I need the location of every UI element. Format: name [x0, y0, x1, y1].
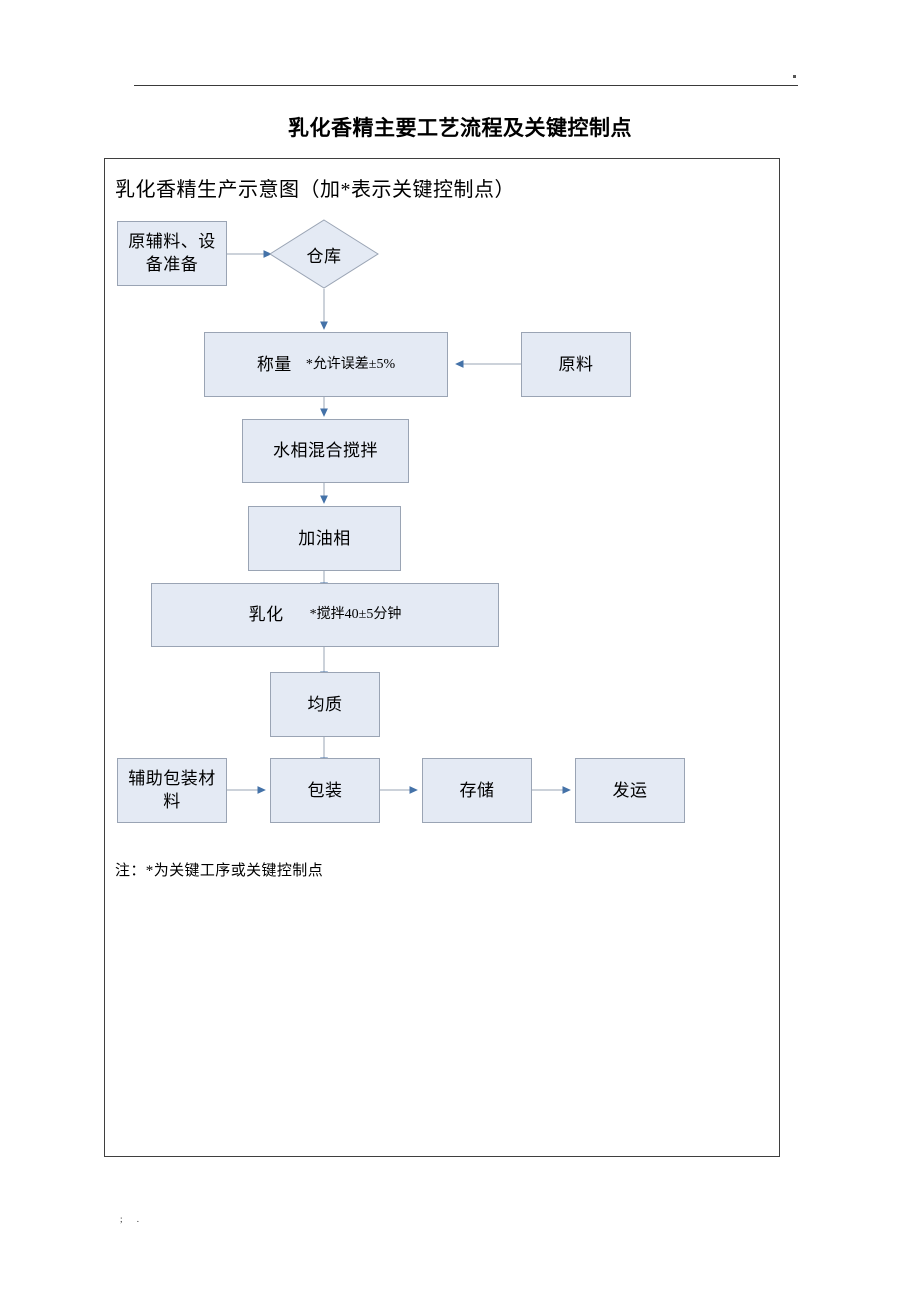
node-auxpack[interactable]: 辅助包装材料	[117, 758, 227, 823]
node-shipping[interactable]: 发运	[575, 758, 685, 823]
node-warehouse[interactable]: 仓库	[269, 219, 379, 289]
node-prep[interactable]: 原辅料、设备准备	[117, 221, 227, 286]
node-homogenize-label: 均质	[307, 694, 343, 714]
node-emulsify-label: 乳化	[248, 605, 284, 625]
node-packaging[interactable]: 包装	[270, 758, 380, 823]
node-weighing[interactable]: 称量 *允许误差±5%	[204, 332, 448, 397]
node-material[interactable]: 原料	[521, 332, 631, 397]
header-rule	[134, 85, 798, 86]
footer-speck: ; .	[120, 1214, 146, 1224]
node-storage-label: 存储	[459, 780, 495, 800]
node-addoil[interactable]: 加油相	[248, 506, 401, 571]
node-warehouse-label: 仓库	[306, 246, 342, 266]
node-material-label: 原料	[558, 354, 594, 374]
node-homogenize[interactable]: 均质	[270, 672, 380, 737]
node-addoil-label: 加油相	[298, 528, 351, 548]
node-prep-label: 原辅料、设备准备	[128, 231, 216, 274]
diagram-note: 注：*为关键工序或关键控制点	[115, 863, 324, 879]
diagram-caption: 乳化香精生产示意图（加*表示关键控制点）	[115, 179, 515, 201]
diamond-shape	[269, 219, 379, 289]
node-watermix-label: 水相混合搅拌	[273, 441, 378, 461]
node-auxpack-label: 辅助包装材料	[128, 768, 216, 811]
node-emulsify[interactable]: 乳化 *搅拌40±5分钟	[151, 583, 499, 647]
node-watermix[interactable]: 水相混合搅拌	[242, 419, 409, 483]
node-packaging-label: 包装	[307, 780, 343, 800]
header-speck	[793, 75, 796, 78]
node-weighing-spec: *允许误差±5%	[305, 356, 396, 372]
node-shipping-label: 发运	[612, 780, 648, 800]
diagram-frame: 乳化香精生产示意图（加*表示关键控制点）	[104, 158, 780, 1157]
node-storage[interactable]: 存储	[422, 758, 532, 823]
page-title: 乳化香精主要工艺流程及关键控制点	[288, 116, 632, 140]
flowchart-connectors	[227, 250, 571, 794]
node-emulsify-spec: *搅拌40±5分钟	[309, 607, 402, 623]
node-weighing-label: 称量	[256, 354, 292, 374]
flowchart-canvas: 原辅料、设备准备 仓库 称量 *允许误差±5% 原料 水相混合搅拌 加油相	[105, 159, 781, 1158]
